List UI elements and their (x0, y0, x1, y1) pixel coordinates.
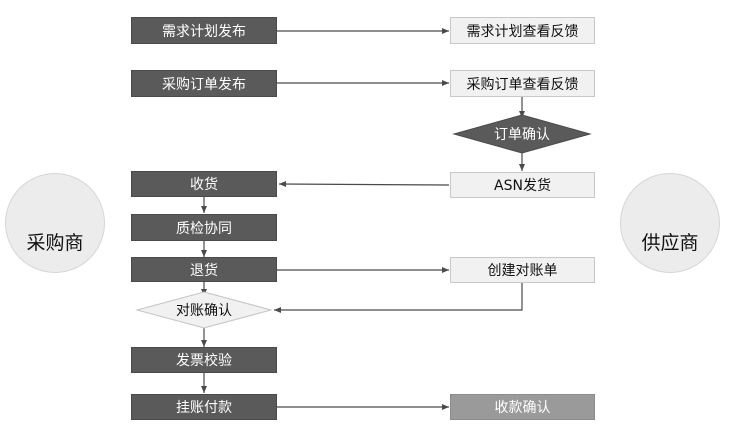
invoice-verify-box: 发票校验 (131, 347, 277, 373)
buyer-actor: 采购商 (5, 173, 105, 273)
receive-box: 收货 (131, 171, 277, 197)
po-publish-box: 采购订单发布 (131, 70, 277, 97)
buyer-label: 采购商 (26, 232, 84, 254)
supplier-actor: 供应商 (620, 173, 720, 273)
arrow-asn-to-receive (278, 181, 450, 188)
order-confirm-diamond (452, 114, 592, 154)
create-statement-box: 创建对账单 (450, 257, 595, 283)
asn-box: ASN发货 (450, 172, 595, 198)
po-feedback-box: 采购订单查看反馈 (450, 70, 595, 97)
return-box: 退货 (131, 257, 277, 282)
pay-box: 挂账付款 (131, 394, 277, 420)
reconcile-confirm-label: 对账确认 (176, 303, 232, 319)
receipt-confirm-box: 收款确认 (450, 394, 595, 420)
reconcile-confirm-diamond (135, 291, 273, 329)
arrow-statement-to-reconcile (274, 283, 523, 313)
demand-publish-box: 需求计划发布 (131, 17, 277, 44)
demand-feedback-box: 需求计划查看反馈 (450, 17, 595, 44)
supplier-label: 供应商 (641, 232, 699, 254)
qc-box: 质检协同 (131, 214, 277, 241)
order-confirm-label: 订单确认 (494, 127, 550, 143)
